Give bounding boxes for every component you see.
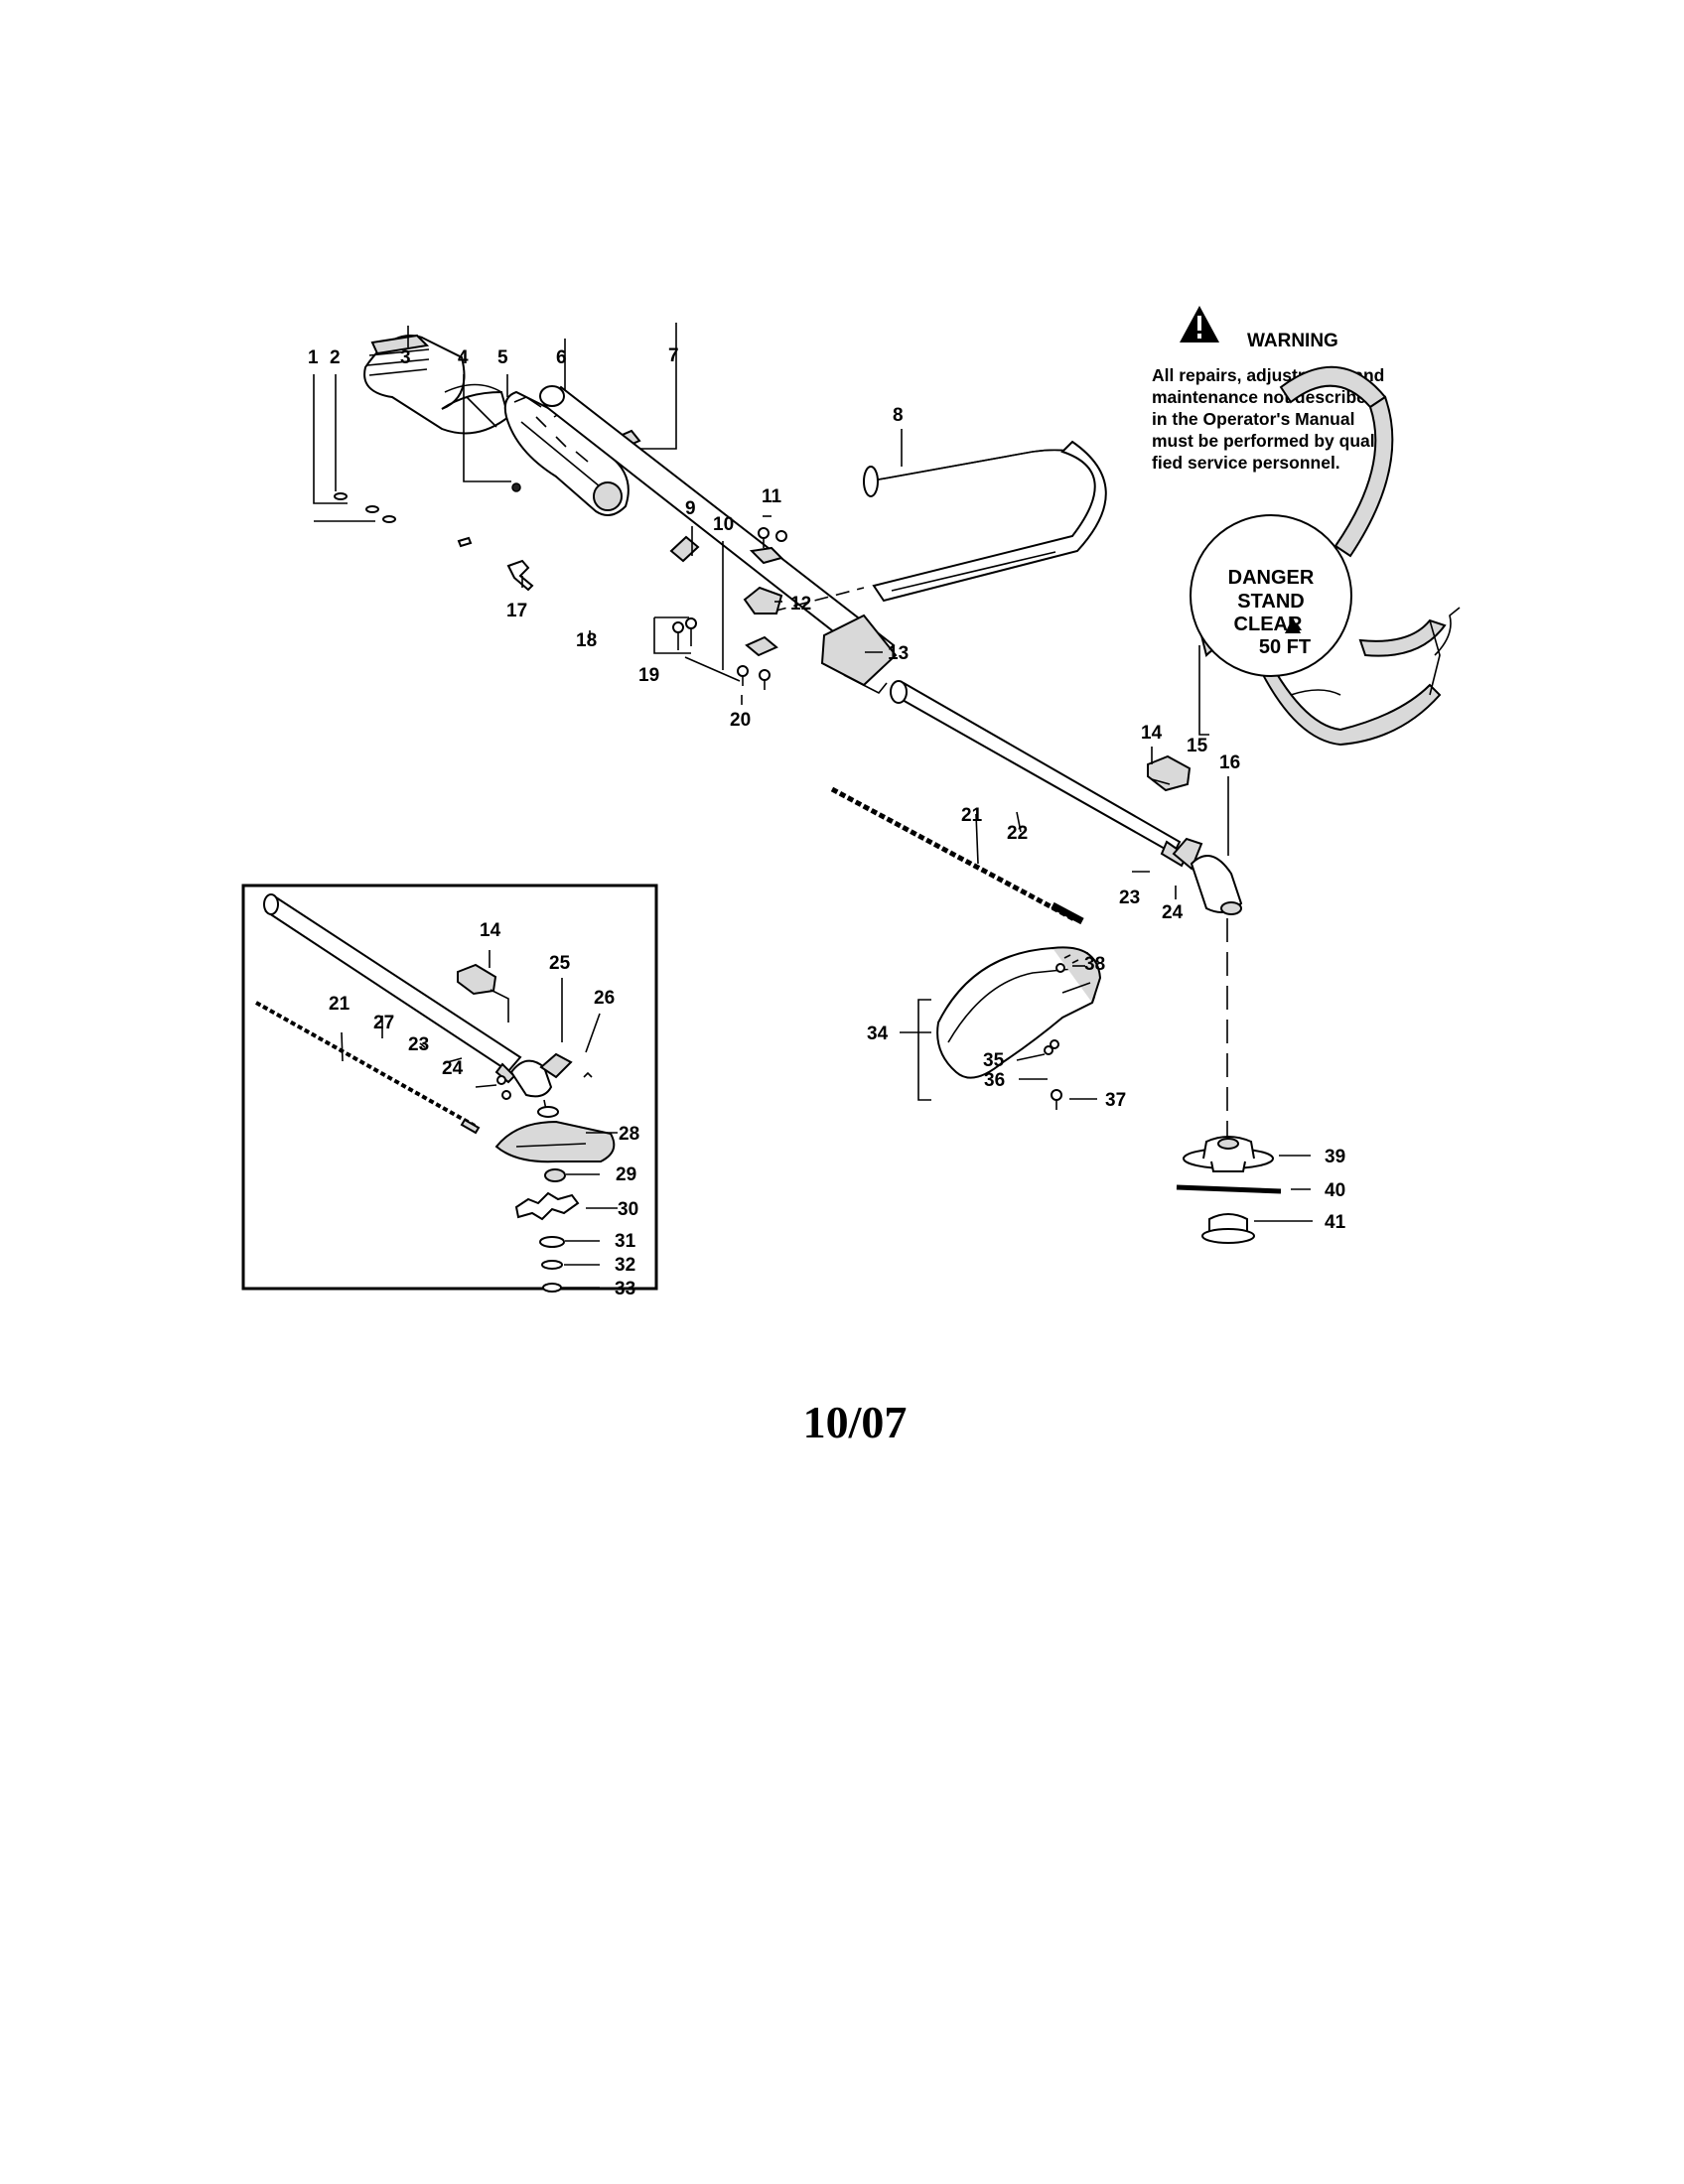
callout-37: 37 — [1105, 1090, 1126, 1111]
lower-shaft — [890, 680, 1243, 915]
flexible-drive-cable — [830, 786, 1084, 925]
warning-line: in the Operator's Manual — [1152, 409, 1354, 429]
head-leaders — [1254, 1155, 1313, 1222]
warning-line: fied service personnel. — [1152, 453, 1340, 473]
callout-14: 14 — [1141, 723, 1163, 744]
callout-21: 21 — [961, 805, 983, 826]
callout-12: 12 — [790, 594, 811, 614]
callout-inset-23: 23 — [408, 1034, 429, 1055]
upper-drive-shaft — [539, 385, 898, 695]
callout-32: 32 — [615, 1255, 635, 1276]
callout-15: 15 — [1187, 736, 1208, 756]
danger-line: 50 FT — [1259, 636, 1311, 658]
warning-line: maintenance not described — [1152, 387, 1377, 407]
callout-23: 23 — [1119, 887, 1140, 908]
callout-18: 18 — [576, 630, 597, 651]
shoulder-harness: DANGER STAND CLEAR 50 FT — [1190, 365, 1461, 747]
small-warning-icon — [1285, 617, 1301, 633]
callout-11: 11 — [762, 486, 782, 507]
callout-5: 5 — [497, 347, 508, 368]
callout-8: 8 — [893, 405, 904, 426]
danger-line: CLEAR — [1234, 614, 1303, 635]
callout-6: 6 — [556, 347, 567, 368]
trimmer-head — [1176, 1136, 1282, 1244]
warning-line: must be performed by quali- — [1152, 431, 1385, 451]
callout-16: 16 — [1219, 752, 1240, 773]
shield-leaders — [900, 965, 1097, 1101]
engine-housing-assembly — [334, 334, 641, 592]
callout-30: 30 — [618, 1199, 638, 1220]
callout-inset-25: 25 — [549, 953, 571, 974]
warning-title: WARNING — [1247, 331, 1338, 351]
callout-7: 7 — [668, 345, 679, 366]
callout-39: 39 — [1325, 1147, 1345, 1167]
callout-1: 1 — [308, 347, 319, 368]
callout-4: 4 — [458, 347, 469, 368]
callout-34: 34 — [867, 1024, 889, 1044]
callout-24: 24 — [1162, 902, 1184, 923]
callout-3: 3 — [400, 347, 411, 368]
callout-inset-21: 21 — [329, 994, 351, 1015]
callout-40: 40 — [1325, 1180, 1345, 1201]
callout-9: 9 — [685, 498, 696, 519]
callout-inset-24: 24 — [442, 1058, 464, 1079]
gearhead-leaders — [975, 747, 1229, 1152]
blade-conversion-inset — [241, 884, 658, 1293]
callout-28: 28 — [619, 1124, 639, 1145]
leader-line — [1198, 645, 1209, 736]
callout-10: 10 — [713, 514, 734, 535]
grass-shield — [936, 946, 1102, 1110]
callout-inset-14: 14 — [480, 920, 501, 941]
engine-leaders — [313, 323, 677, 588]
callout-22: 22 — [1007, 823, 1028, 844]
callout-19: 19 — [638, 665, 659, 686]
callout-38: 38 — [1084, 954, 1105, 975]
revision-date: 10/07 — [803, 1397, 908, 1447]
callout-36: 36 — [984, 1070, 1005, 1091]
callout-33: 33 — [615, 1279, 635, 1299]
callout-2: 2 — [330, 347, 341, 368]
callout-20: 20 — [730, 710, 751, 731]
handle-dash-leader — [772, 587, 865, 613]
loop-handle — [863, 440, 1107, 603]
callout-31: 31 — [615, 1231, 636, 1252]
callout-17: 17 — [506, 601, 527, 621]
callout-35: 35 — [983, 1050, 1005, 1071]
inset-leaders — [341, 950, 618, 1289]
danger-label-disc — [1190, 514, 1352, 677]
danger-line: DANGER — [1228, 567, 1315, 589]
danger-line: STAND — [1237, 591, 1304, 613]
callout-inset-26: 26 — [594, 988, 615, 1009]
callout-41: 41 — [1325, 1212, 1346, 1233]
callout-29: 29 — [616, 1164, 636, 1185]
shaft-leaders — [589, 429, 903, 705]
callout-13: 13 — [888, 643, 909, 664]
warning-triangle-icon — [1180, 306, 1219, 342]
handle-hardware — [669, 527, 787, 690]
callout-inset-27: 27 — [373, 1013, 394, 1033]
part-number-callouts: 1 2 3 4 5 6 7 8 9 10 11 12 13 14 15 16 1… — [308, 345, 1346, 1299]
